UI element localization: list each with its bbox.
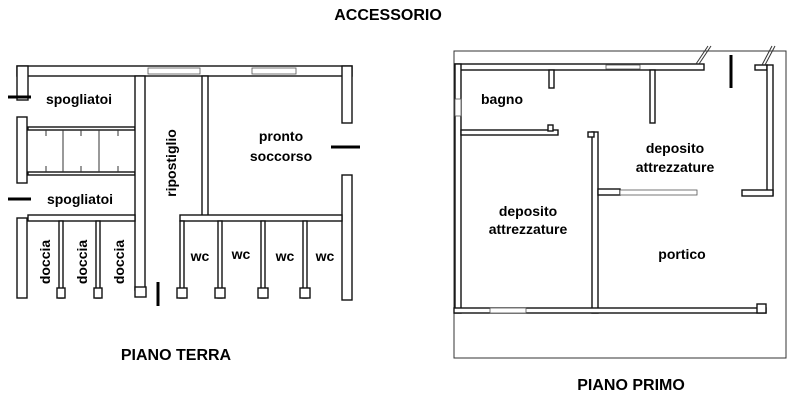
wall (766, 64, 774, 196)
window (619, 189, 698, 196)
room-label-spogliatoi: spogliatoi (46, 91, 112, 107)
wall (95, 220, 101, 299)
window (454, 98, 462, 117)
room-label-wc: wc (275, 248, 295, 264)
lot-boundary (453, 50, 787, 359)
wall (341, 65, 353, 124)
room-label-doccia: doccia (37, 240, 53, 285)
wall (460, 129, 559, 136)
wall (591, 131, 599, 314)
wall (649, 69, 656, 124)
wall (134, 286, 147, 298)
wall (741, 189, 774, 197)
wall (201, 75, 209, 221)
room-label-deposito: deposito (499, 203, 557, 219)
wall (179, 220, 185, 299)
room-label-deposito: deposito (646, 140, 704, 156)
wall (58, 220, 64, 299)
wall (27, 214, 136, 222)
room-label-soccorso: soccorso (250, 148, 312, 164)
wall (548, 69, 555, 89)
room-label-wc: wc (315, 248, 335, 264)
room-label-doccia: doccia (111, 240, 127, 285)
room-label-attrezzature: attrezzature (636, 159, 715, 175)
window (605, 64, 641, 70)
wall (179, 214, 343, 222)
wall (754, 64, 768, 71)
wall (341, 174, 353, 301)
room-label-portico: portico (658, 246, 705, 262)
wall (597, 188, 621, 196)
room-label-doccia: doccia (74, 240, 90, 285)
wall (16, 65, 29, 101)
window (489, 307, 527, 314)
wall (16, 116, 28, 184)
wall (302, 220, 308, 299)
first-floor-plan: bagno deposito attrezzature deposito att… (453, 45, 787, 359)
room-label-pronto: pronto (259, 128, 303, 144)
wall (260, 220, 266, 299)
lockers (27, 126, 136, 176)
wall (134, 75, 146, 291)
wall (16, 217, 28, 299)
window (147, 67, 201, 75)
room-label-ripostiglio: ripostiglio (163, 129, 179, 197)
window (251, 67, 297, 75)
first-floor-title: PIANO PRIMO (577, 377, 685, 394)
room-label-wc: wc (190, 248, 210, 264)
drawing-title: ACCESSORIO (334, 7, 442, 24)
wall (217, 220, 223, 299)
room-label-bagno: bagno (481, 91, 523, 107)
ground-floor-plan: spogliatoi spogliatoi ripostiglio pronto… (8, 65, 360, 306)
room-label-spogliatoi: spogliatoi (47, 191, 113, 207)
ground-floor-title: PIANO TERRA (121, 347, 232, 364)
wall (454, 63, 705, 71)
room-label-wc: wc (231, 246, 251, 262)
room-label-attrezzature: attrezzature (489, 221, 568, 237)
